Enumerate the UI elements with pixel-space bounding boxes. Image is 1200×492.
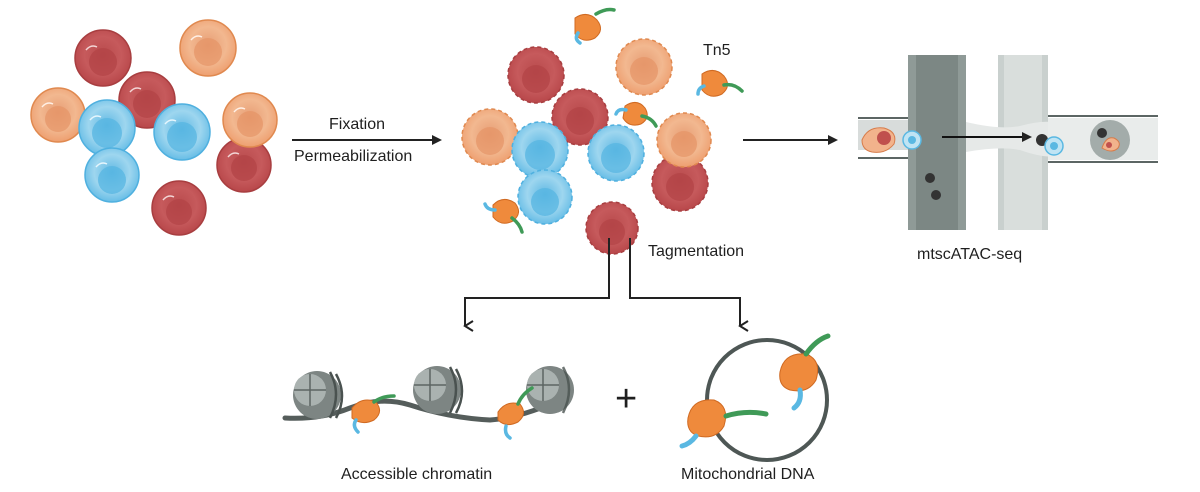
cell-icon	[615, 38, 673, 96]
microfluidic-chip-icon	[858, 55, 1158, 230]
mitochondrial-dna-illustration	[679, 333, 831, 462]
tn5-transposase-icon	[574, 7, 616, 45]
intact-cells-cluster	[30, 19, 278, 236]
cell-icon	[507, 46, 565, 104]
tn5-transposase-icon	[679, 399, 769, 449]
nucleosome-icon	[413, 366, 464, 414]
tn5-transposase-icon	[779, 333, 831, 411]
arrow-icon	[463, 238, 610, 332]
cell-icon	[656, 112, 712, 168]
cell-icon	[651, 154, 709, 212]
tn5-transposase-icon	[497, 386, 534, 440]
cell-icon	[179, 19, 237, 77]
fixation-label: Fixation	[329, 116, 386, 133]
tn5-label: Tn5	[703, 42, 731, 59]
cell-icon	[222, 92, 278, 148]
cell-icon	[84, 147, 140, 203]
cell-icon	[151, 180, 207, 236]
tagmentation-label: Tagmentation	[648, 243, 745, 260]
cell-icon	[585, 201, 639, 255]
nucleosome-icon	[293, 371, 344, 419]
cell-icon	[517, 169, 573, 225]
permeabilized-cells-cluster	[461, 38, 712, 255]
cell-icon	[587, 124, 645, 182]
cell-icon	[511, 121, 569, 179]
accessible-chromatin-illustration	[282, 366, 574, 440]
tn5-transposase-icon	[696, 70, 744, 97]
tn5-transposase-icon	[483, 199, 524, 234]
cell-icon	[153, 103, 211, 161]
chromatin-label: Accessible chromatin	[341, 466, 493, 483]
nucleosome-icon	[526, 366, 574, 414]
cell-icon	[30, 87, 86, 143]
permeabilization-label: Permeabilization	[294, 148, 413, 165]
cell-icon	[74, 29, 132, 87]
arrow-icon	[629, 238, 749, 332]
cell-icon	[551, 88, 609, 146]
assay-label: mtscATAC-seq	[917, 246, 1023, 263]
tn5-transposase-icon	[351, 394, 396, 434]
tn5-transposase-icon	[614, 102, 658, 128]
mito-label: Mitochondrial DNA	[681, 466, 815, 483]
cell-icon	[461, 108, 519, 166]
cell-icon	[78, 99, 136, 157]
plus-sign: +	[615, 378, 638, 420]
